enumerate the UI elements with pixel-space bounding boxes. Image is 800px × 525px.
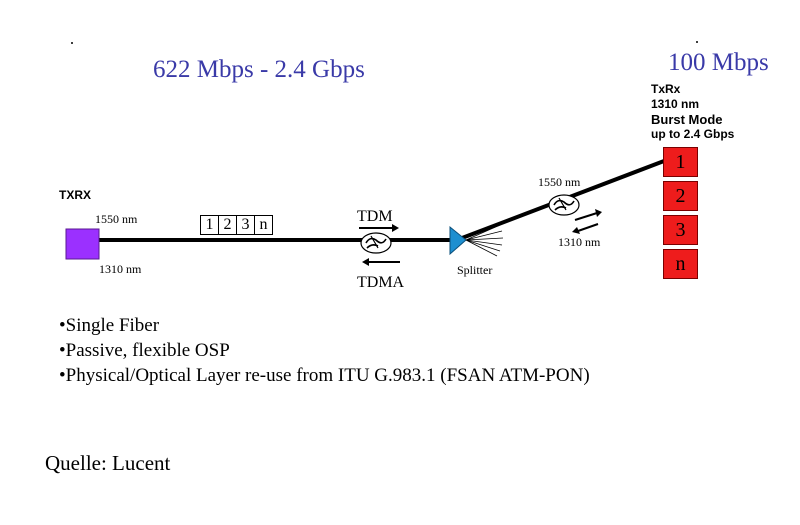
bullet-item: •Passive, flexible OSP	[59, 340, 230, 361]
onu-line: 1310 nm	[651, 97, 700, 111]
frame-cell: n	[259, 216, 268, 233]
stray-dot	[71, 42, 73, 44]
tdm-arrow-icon	[359, 224, 399, 232]
branch-coupler-icon	[548, 194, 580, 216]
bullet-item: •Physical/Optical Layer re-use from ITU …	[59, 365, 590, 386]
tdma-arrow-icon	[362, 258, 400, 266]
main-coupler-icon	[360, 232, 392, 254]
olt-label: TXRX	[59, 188, 92, 202]
frame-cell: 2	[219, 216, 237, 234]
frame-cell: 1	[201, 216, 219, 234]
splitter-icon	[449, 225, 467, 256]
branch-wavelength-up: 1310 nm	[558, 235, 601, 249]
frame-sequence: 1 2 3 n	[200, 215, 273, 235]
branch-arrows-icon	[572, 209, 602, 234]
onu-description: TxRx 1310 nm Burst Mode up to 2.4 Gbps	[651, 82, 734, 142]
onu-line: Burst Mode	[651, 112, 723, 127]
onu-box-n: n	[663, 249, 698, 279]
stray-dot	[696, 41, 698, 43]
onu-box-3: 3	[663, 215, 698, 245]
tdma-label: TDMA	[357, 274, 405, 291]
upstream-rate: 100 Mbps	[668, 49, 769, 76]
frame-cell: 3	[237, 216, 255, 234]
onu-box-2: 2	[663, 181, 698, 211]
bullet-list: •Single Fiber •Passive, flexible OSP •Ph…	[59, 313, 590, 388]
downstream-rate: 622 Mbps - 2.4 Gbps	[153, 56, 365, 83]
branch-wavelength-down: 1550 nm	[538, 175, 581, 189]
onu-line: TxRx	[651, 82, 681, 96]
olt-wavelength-down: 1550 nm	[95, 212, 138, 226]
onu-box-1: 1	[663, 147, 698, 177]
onu-line: up to 2.4 Gbps	[651, 127, 735, 141]
olt-wavelength-up: 1310 nm	[99, 262, 142, 276]
source-credit: Quelle: Lucent	[45, 451, 171, 475]
bullet-item: •Single Fiber	[59, 315, 160, 336]
splitter-label: Splitter	[457, 263, 493, 277]
olt-box	[65, 228, 100, 260]
tdm-label: TDM	[357, 208, 393, 225]
splitter-rays	[465, 224, 504, 257]
